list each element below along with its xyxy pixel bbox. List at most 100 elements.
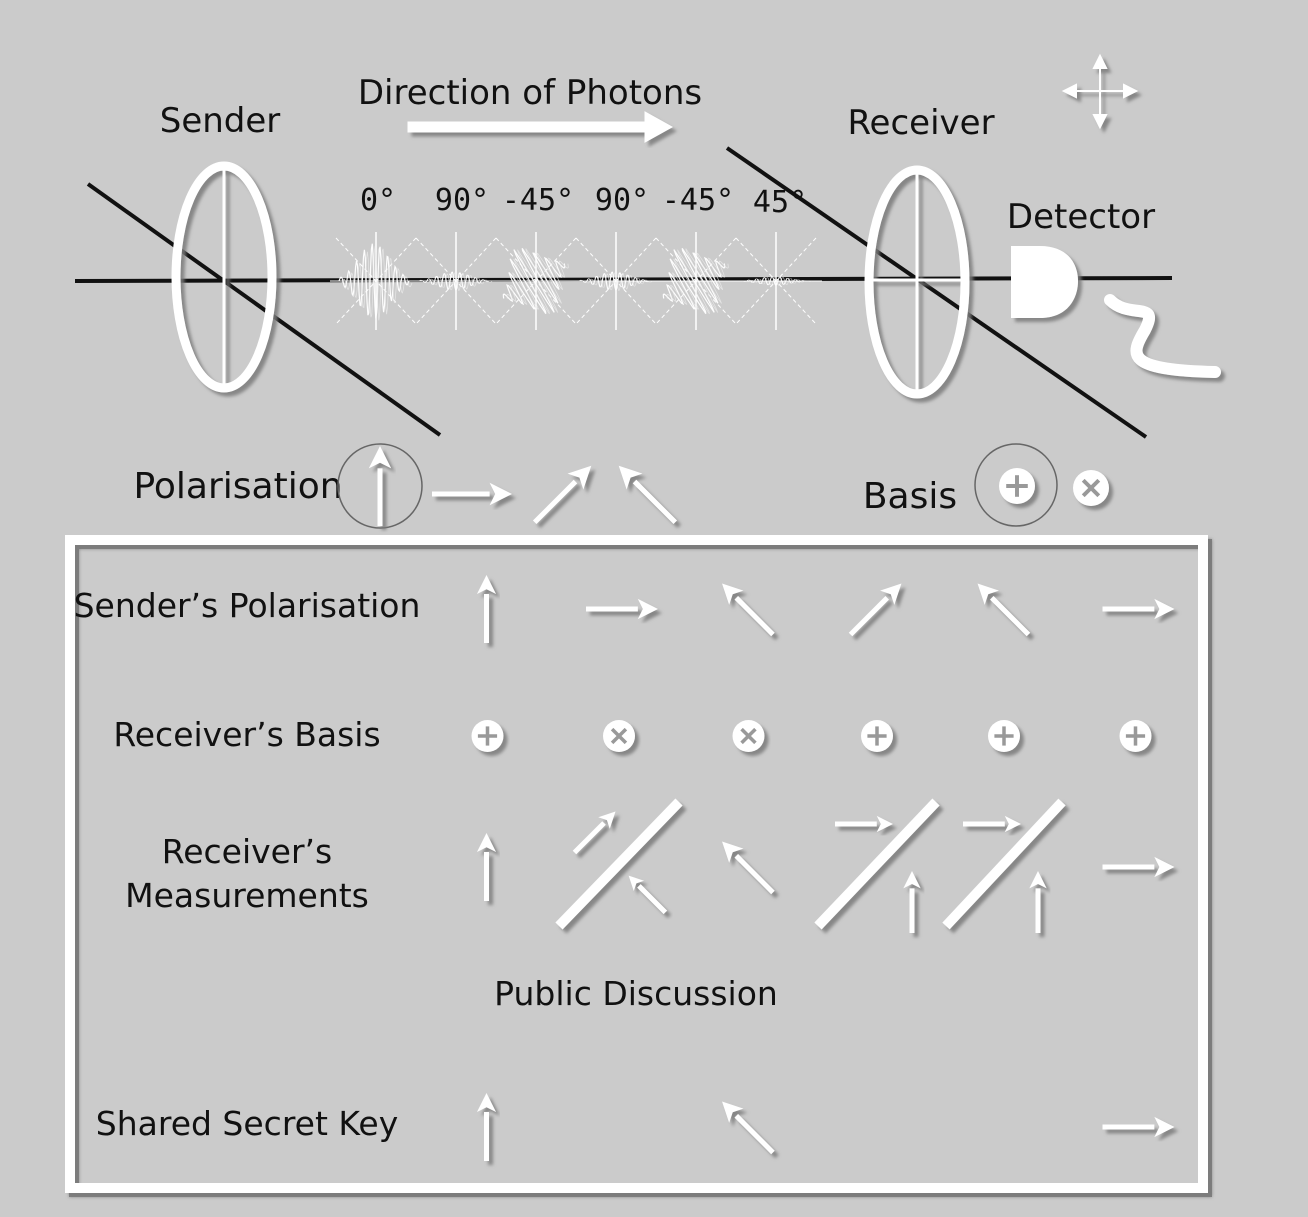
table-row: Shared Secret Key	[96, 1093, 1175, 1161]
table-cell	[988, 720, 1020, 752]
header-labels: Sender Direction of Photons Receiver Det…	[160, 73, 1155, 237]
basis-legend-icons	[999, 468, 1109, 506]
table-cell	[977, 583, 1031, 637]
table-border	[65, 535, 1208, 1193]
direction-arrow-icon	[407, 111, 674, 143]
sender-splitter-line	[86, 182, 442, 437]
photon-angle-label: 45°	[753, 185, 807, 220]
upleft-arrow-icon	[977, 583, 1031, 637]
photon-angle-label: 0°	[360, 183, 396, 218]
photon-packet	[490, 232, 582, 330]
table-cell	[1102, 856, 1175, 878]
table-cell	[603, 720, 635, 752]
legend-highlight-circle	[337, 443, 423, 529]
photon-packet	[410, 232, 502, 330]
table-cell	[942, 798, 1066, 933]
table-cell	[814, 798, 940, 933]
rectilinear-basis-icon	[1119, 720, 1152, 752]
rectilinear-basis-icon	[861, 720, 893, 752]
table-cell	[555, 798, 683, 930]
table-cell	[476, 1093, 497, 1161]
detector-icon	[1011, 246, 1221, 378]
public-discussion-label: Public Discussion	[494, 974, 778, 1013]
row-label: Receiver’s Basis	[113, 715, 380, 754]
up-right-arrow-icon	[532, 465, 592, 525]
photon-packet	[650, 232, 742, 330]
polarisation-legend-label: Polarisation	[133, 466, 342, 507]
table-row: Receiver’s Basis	[113, 715, 1152, 754]
right-arrow-icon	[963, 815, 1021, 833]
up-arrow-icon	[1029, 871, 1047, 933]
up-arrow-icon	[476, 833, 497, 901]
up-arrow-icon	[903, 871, 921, 933]
table-cell	[1102, 598, 1175, 620]
table-cell	[722, 841, 775, 895]
upleft-arrow-icon	[722, 841, 775, 895]
row-label: Measurements	[125, 876, 369, 915]
diagonal-basis-icon	[603, 720, 635, 752]
row-label: Shared Secret Key	[96, 1104, 398, 1143]
table-cell	[1119, 720, 1152, 752]
polarisation-legend-icons	[368, 446, 678, 526]
right-arrow-icon	[1102, 856, 1175, 878]
up-left-arrow-icon	[618, 465, 678, 525]
up-arrow-icon	[368, 446, 392, 526]
table-cell	[476, 575, 497, 643]
table-row: Sender’s Polarisation	[74, 575, 1175, 643]
direction-label: Direction of Photons	[358, 73, 702, 113]
basis-legend-highlight-circle	[974, 443, 1058, 527]
detector-label: Detector	[1007, 197, 1155, 237]
upleft-arrow-icon	[628, 875, 668, 915]
upright-arrow-icon	[572, 811, 616, 855]
upleft-arrow-icon	[722, 583, 775, 637]
table-row: Public Discussion	[494, 974, 778, 1013]
row-label: Receiver’s	[162, 832, 332, 871]
table-cell	[586, 598, 658, 620]
photon-wave-packets	[330, 232, 822, 330]
row-label: Sender’s Polarisation	[74, 586, 421, 625]
diagonal-basis-icon	[732, 720, 765, 752]
rectilinear-basis-icon	[999, 468, 1035, 504]
photon-packet	[330, 232, 422, 330]
receiver-label: Receiver	[847, 103, 994, 143]
photon-packet	[730, 232, 822, 330]
photon-angle-labels: 0° 90° -45° 90° -45° 45°	[360, 183, 807, 220]
right-arrow-icon	[432, 482, 512, 506]
cell-split-line	[814, 798, 940, 930]
rectilinear-basis-icon	[988, 720, 1020, 752]
table-cell	[471, 720, 504, 752]
receiver-polariser	[864, 165, 970, 399]
right-arrow-icon	[835, 815, 893, 833]
rectilinear-basis-icon	[471, 720, 504, 752]
sender-polariser	[171, 161, 277, 393]
photon-angle-label: -45°	[662, 183, 734, 218]
sender-label: Sender	[160, 101, 281, 141]
cell-split-line	[555, 798, 683, 930]
table-cell	[848, 583, 902, 637]
basis-legend-label: Basis	[863, 476, 957, 517]
diagonal-basis-icon	[1073, 470, 1109, 506]
right-arrow-icon	[586, 598, 658, 620]
receiver-splitter-line	[725, 146, 1148, 439]
table-cell	[1102, 1116, 1175, 1138]
upright-arrow-icon	[848, 583, 902, 637]
photon-angle-label: -45°	[502, 183, 574, 218]
table-cell	[722, 583, 775, 637]
right-arrow-icon	[1102, 1116, 1175, 1138]
photon-angle-label: 90°	[595, 183, 649, 218]
up-arrow-icon	[476, 575, 497, 643]
right-arrow-icon	[1102, 598, 1175, 620]
table-cell	[722, 1101, 775, 1155]
cell-split-line	[942, 798, 1066, 930]
table-cell	[732, 720, 765, 752]
up-arrow-icon	[476, 1093, 497, 1161]
photon-packet	[570, 232, 662, 330]
table-cell	[476, 833, 497, 901]
photon-angle-label: 90°	[435, 183, 489, 218]
compass-icon	[1061, 53, 1139, 130]
upleft-arrow-icon	[722, 1101, 775, 1155]
